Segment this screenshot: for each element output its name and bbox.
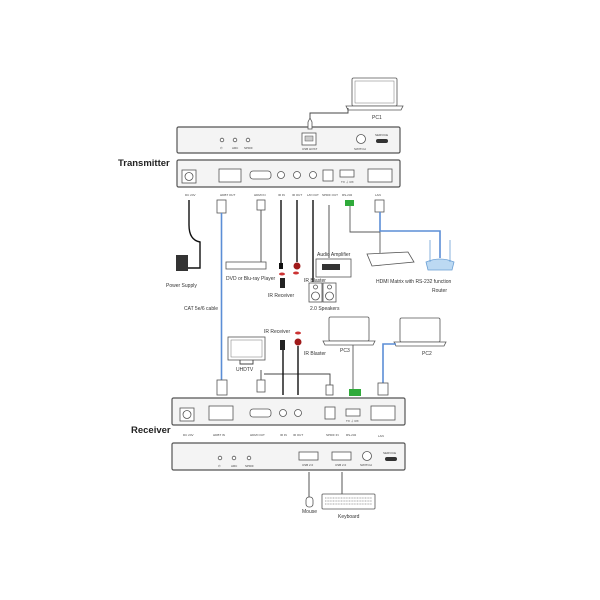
uhdtv-icon [227,336,266,365]
transmitter-rear-panel [176,159,401,188]
power-cable [188,200,201,269]
receiver-front-panel [171,442,406,471]
rx-ir-in-label: IR IN [280,433,287,437]
transmitter-title: Transmitter [118,158,170,169]
router-icon [425,240,455,271]
keyboard-icon [321,493,376,510]
receiver-title: Receiver [131,425,171,436]
pc1-label: PC1 [372,115,382,121]
ir-receiver-tx-label: IR Receiver [268,293,294,299]
speakers-icon [308,282,337,303]
rx-hdbt-rj45-plug-icon [216,379,228,396]
rx-rs232-label: RS-232 [346,433,357,437]
ir-blaster-rx-label: IR Blaster [304,351,326,357]
rx-ir-cables [282,346,299,395]
pc2-laptop-icon [393,317,447,347]
ir-blaster-rx-icon [294,338,302,346]
tx-lan-label: LAN [375,193,381,197]
rx-usb2-label: USB 2.0 [335,463,347,467]
keyboard-label: Keyboard [338,514,360,520]
usb-cables [308,472,343,497]
mouse-icon [305,496,314,508]
tx-spdif-led-label: SPDIF [244,146,253,150]
uhdtv-label: UHDTV [236,367,254,373]
tx-hdmi-in-label: HDMI IN [254,193,266,197]
rx-lan-plug-icon [377,382,389,396]
tx-rs232-pins-label: TX ⏚ RX [341,179,354,184]
ir-blaster-tx-label: IR Blaster [304,278,326,284]
router-label: Router [432,288,447,294]
pc1-laptop-icon [345,77,404,111]
tx-lan-plug-icon [374,199,385,213]
rx-hdmi-spdif-cables [260,370,331,392]
tx-hdbt-out-label: HDBT OUT [220,193,235,197]
tx-hdbt-rj45-plug-icon [216,199,227,214]
tx-lr-out-label: L/R OUT [307,193,319,197]
dvd-player-label: DVD or Blu-ray Player [226,276,276,282]
ir-receiver-tx-icon [280,278,285,288]
rx-rs232-pins-label: TX ⏚ RX [346,418,359,423]
pc2-label: PC2 [422,351,432,357]
power-supply-icon [176,255,188,271]
rx-rs232-connector-icon [349,389,361,396]
rx-ir-out-label: IR OUT [293,433,303,437]
tx-ir-out-label: IR OUT [292,193,302,197]
rs232-cable-matrix [349,206,381,254]
lan-cable-router [379,212,441,258]
hdmi-matrix-icon [366,251,415,267]
hdmi-matrix-label: HDMI Matrix with RS-232 function [376,279,452,285]
ir-receiver-rx-label: IR Receiver [264,329,290,335]
rx-spdif-in-label: SPDIF IN [326,433,339,437]
transmitter-front-panel [176,117,401,154]
tx-switch-label: SWITCH [354,147,366,151]
rx-switch-label: SWITCH [360,463,372,467]
rx-lan-label: LAN [378,434,384,438]
tx-rs232-label: RS-232 [342,193,353,197]
speakers-label: 2.0 Speakers [310,306,340,312]
tx-usb-host-label: USB HOST [302,147,318,151]
audio-amplifier-label: Audio Amplifier [317,252,351,258]
rx-hdbt-in-label: HDBT IN [213,433,225,437]
rx-hdmi-out-label: HDMI OUT [250,433,265,437]
rx-spdif-led-label: SPDIF [245,464,254,468]
rx-usb1-label: USB 2.0 [302,463,314,467]
rx-power-led-label: ⏻ [218,464,221,468]
tx-service-label: SERVICE [375,133,388,137]
tx-ir-in-label: IR IN [278,193,285,197]
rx-dc-label: DC 24V [183,433,194,437]
tx-rs232-connector-icon [345,200,354,206]
tx-spdif-out-label: SPDIF OUT [322,193,338,197]
usb-cable-pc1 [309,108,349,122]
mouse-label: Mouse [302,509,317,515]
rx-service-label: SERVICE [383,451,396,455]
receiver-rear-panel [171,397,406,426]
rx-arc-led-label: ARC [231,464,238,468]
cat-cable-label: CAT 5e/6 cable [184,306,218,312]
dvd-player-icon [225,261,267,270]
lan-cable-pc2 [382,343,396,383]
pc3-laptop-icon [322,316,376,346]
tx-power-led-label: ⏻ [220,146,223,150]
ir-receiver-rx-icon [280,340,285,350]
ir-blaster-tx-icon [293,262,301,270]
pc3-label: PC3 [340,348,350,354]
tx-arc-led-label: ARC [232,146,239,150]
tx-dc-label: DC 24V [185,193,196,197]
power-supply-label: Power Supply [166,283,197,289]
